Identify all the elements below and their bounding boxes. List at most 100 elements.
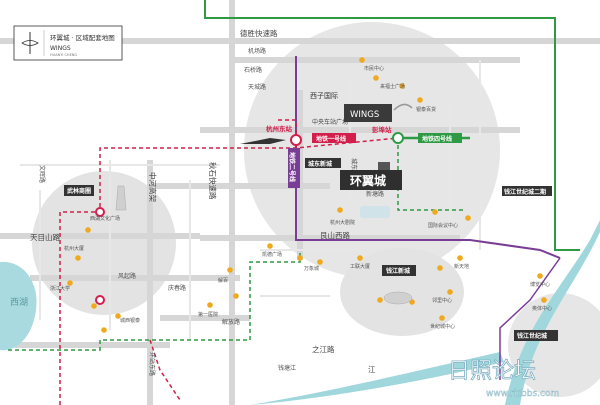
header-logo-box <box>13 25 123 61</box>
poi-label-6: 杭州大剧院 <box>330 219 355 226</box>
tag-wulin <box>64 185 94 196</box>
poi-label-9: 银泰百货 <box>416 106 436 113</box>
wings-logo-icon <box>393 103 413 111</box>
road-grid-minor <box>20 60 481 340</box>
poi-marker[interactable] <box>432 209 438 215</box>
poi-marker[interactable] <box>101 327 107 333</box>
poi-marker[interactable] <box>267 243 273 249</box>
tag-qianjiang-century-label: 钱江世纪城 <box>517 332 547 340</box>
poi-marker[interactable] <box>541 297 547 303</box>
road-label-xinfeng: 新塘路 <box>366 190 384 198</box>
road-label-jiefang: 解放路 <box>222 318 240 326</box>
poi-marker[interactable] <box>447 289 453 295</box>
landmark-tower-icon <box>115 185 127 211</box>
watermark-main: 日照论坛 <box>448 359 536 384</box>
header-brand-sub: HUANYI CHENG <box>50 53 77 57</box>
tag-line2 <box>288 148 300 188</box>
landmark-park-icon <box>360 206 390 218</box>
road-label-jichang: 机场路 <box>248 47 266 55</box>
metro-line-purple-south <box>499 257 561 380</box>
road-label-fengqi: 风起路 <box>118 272 136 280</box>
metro-line-red-south <box>149 339 181 401</box>
tag-qianjiang-century <box>514 330 558 341</box>
poi-marker[interactable] <box>373 75 379 81</box>
building-icon <box>378 162 390 170</box>
station-hangzhou-east[interactable]: 杭州东站 <box>266 124 293 133</box>
road-label-tianmushan: 天目山路 <box>30 232 60 242</box>
poi-marker[interactable] <box>437 265 443 271</box>
road-label-desheng: 德胜快速路 <box>240 28 278 38</box>
poi-marker[interactable] <box>465 215 471 221</box>
road-label-qiantang: 钱塘江 <box>278 364 296 372</box>
poi-marker[interactable] <box>75 255 81 261</box>
poi-marker[interactable] <box>337 207 343 213</box>
metro-line-green-dashed <box>8 250 301 351</box>
landmark-stadium-icon <box>383 291 413 305</box>
district-jinzhong: 中央车站广场 <box>312 118 348 126</box>
project-block[interactable] <box>340 170 402 190</box>
poi-marker[interactable] <box>357 255 363 261</box>
poi-marker[interactable] <box>399 83 405 89</box>
poi-marker[interactable] <box>457 255 463 261</box>
watermark-url: www.rizbbs.com <box>486 389 559 399</box>
train-icon <box>240 138 286 144</box>
tag-line2-label: 地铁二号线 <box>288 152 296 182</box>
tag-chengdong-new <box>305 158 341 168</box>
poi-label-19: 奥体中心 <box>532 305 552 312</box>
poi-label-17: 世纪城中心 <box>430 323 455 330</box>
station-pengbu[interactable]: 彭埠站 <box>372 125 392 134</box>
tag-line1-label: 地铁一号线 <box>316 135 346 143</box>
road-label-wenhui: 文晖路 <box>38 165 46 183</box>
poi-label-16: 邻里中心 <box>432 297 452 304</box>
project-wings-block[interactable] <box>344 104 392 122</box>
tag-line1 <box>312 133 356 143</box>
poi-markers <box>67 57 547 333</box>
road-label-chengdong: 城东路 <box>350 158 358 176</box>
poi-marker[interactable] <box>207 302 213 308</box>
tag-qianjiang-newcity <box>382 265 416 276</box>
road-label-zhijiang: 之江路 <box>312 344 335 354</box>
poi-marker[interactable] <box>377 297 383 303</box>
poi-label-8: 来福士广场 <box>380 83 405 90</box>
header-title: 环翼城 · 区域配套地图 <box>50 33 115 42</box>
poi-label-12: 解百 <box>218 277 228 284</box>
logo-wings-icon <box>21 40 39 46</box>
poi-marker[interactable] <box>115 313 121 319</box>
poi-marker[interactable] <box>67 280 73 286</box>
tag-qianjiang-wings-label: 钱江世纪城二期 <box>504 188 546 196</box>
poi-label-5: 国际会议中心 <box>428 222 458 229</box>
station-marker-wulin[interactable] <box>95 207 105 217</box>
zone-century-city <box>508 293 600 397</box>
poi-marker[interactable] <box>439 315 445 321</box>
station-marker-pengbu[interactable] <box>392 132 404 144</box>
poi-marker[interactable] <box>233 293 239 299</box>
poi-marker[interactable] <box>417 97 423 103</box>
district-west-lake: 西湖 <box>10 297 28 308</box>
poi-marker[interactable] <box>359 57 365 63</box>
poi-marker[interactable] <box>537 273 543 279</box>
metro-line-green <box>204 0 580 251</box>
poi-marker[interactable] <box>85 227 91 233</box>
poi-marker[interactable] <box>297 255 303 261</box>
tag-qianjiang-wings <box>502 186 552 196</box>
poi-label-2: 杭州大厦 <box>64 245 84 252</box>
poi-label-11: 万象城 <box>304 265 319 272</box>
river-east <box>505 220 600 405</box>
header-brand: WINGS <box>50 45 71 52</box>
tag-wulin-label: 武林商圈 <box>67 187 91 195</box>
metro-line-4-dashed <box>397 138 465 211</box>
tag-chengdong-new-label: 城东新城 <box>308 160 332 168</box>
poi-marker[interactable] <box>91 303 97 309</box>
west-lake <box>0 261 37 351</box>
poi-label-15: 新天地 <box>454 263 469 270</box>
poi-marker[interactable] <box>227 267 233 273</box>
tag-line4 <box>418 133 462 143</box>
station-marker-east[interactable] <box>290 134 302 146</box>
tag-qianjiang-newcity-label: 钱江新城 <box>386 267 410 275</box>
road-label-qinchun: 庆春路 <box>168 284 186 292</box>
poi-label-3: 浙江大学 <box>50 285 70 292</box>
station-marker-south[interactable] <box>95 295 105 305</box>
poi-label-13: 第一医院 <box>198 311 218 318</box>
poi-marker[interactable] <box>317 259 323 265</box>
